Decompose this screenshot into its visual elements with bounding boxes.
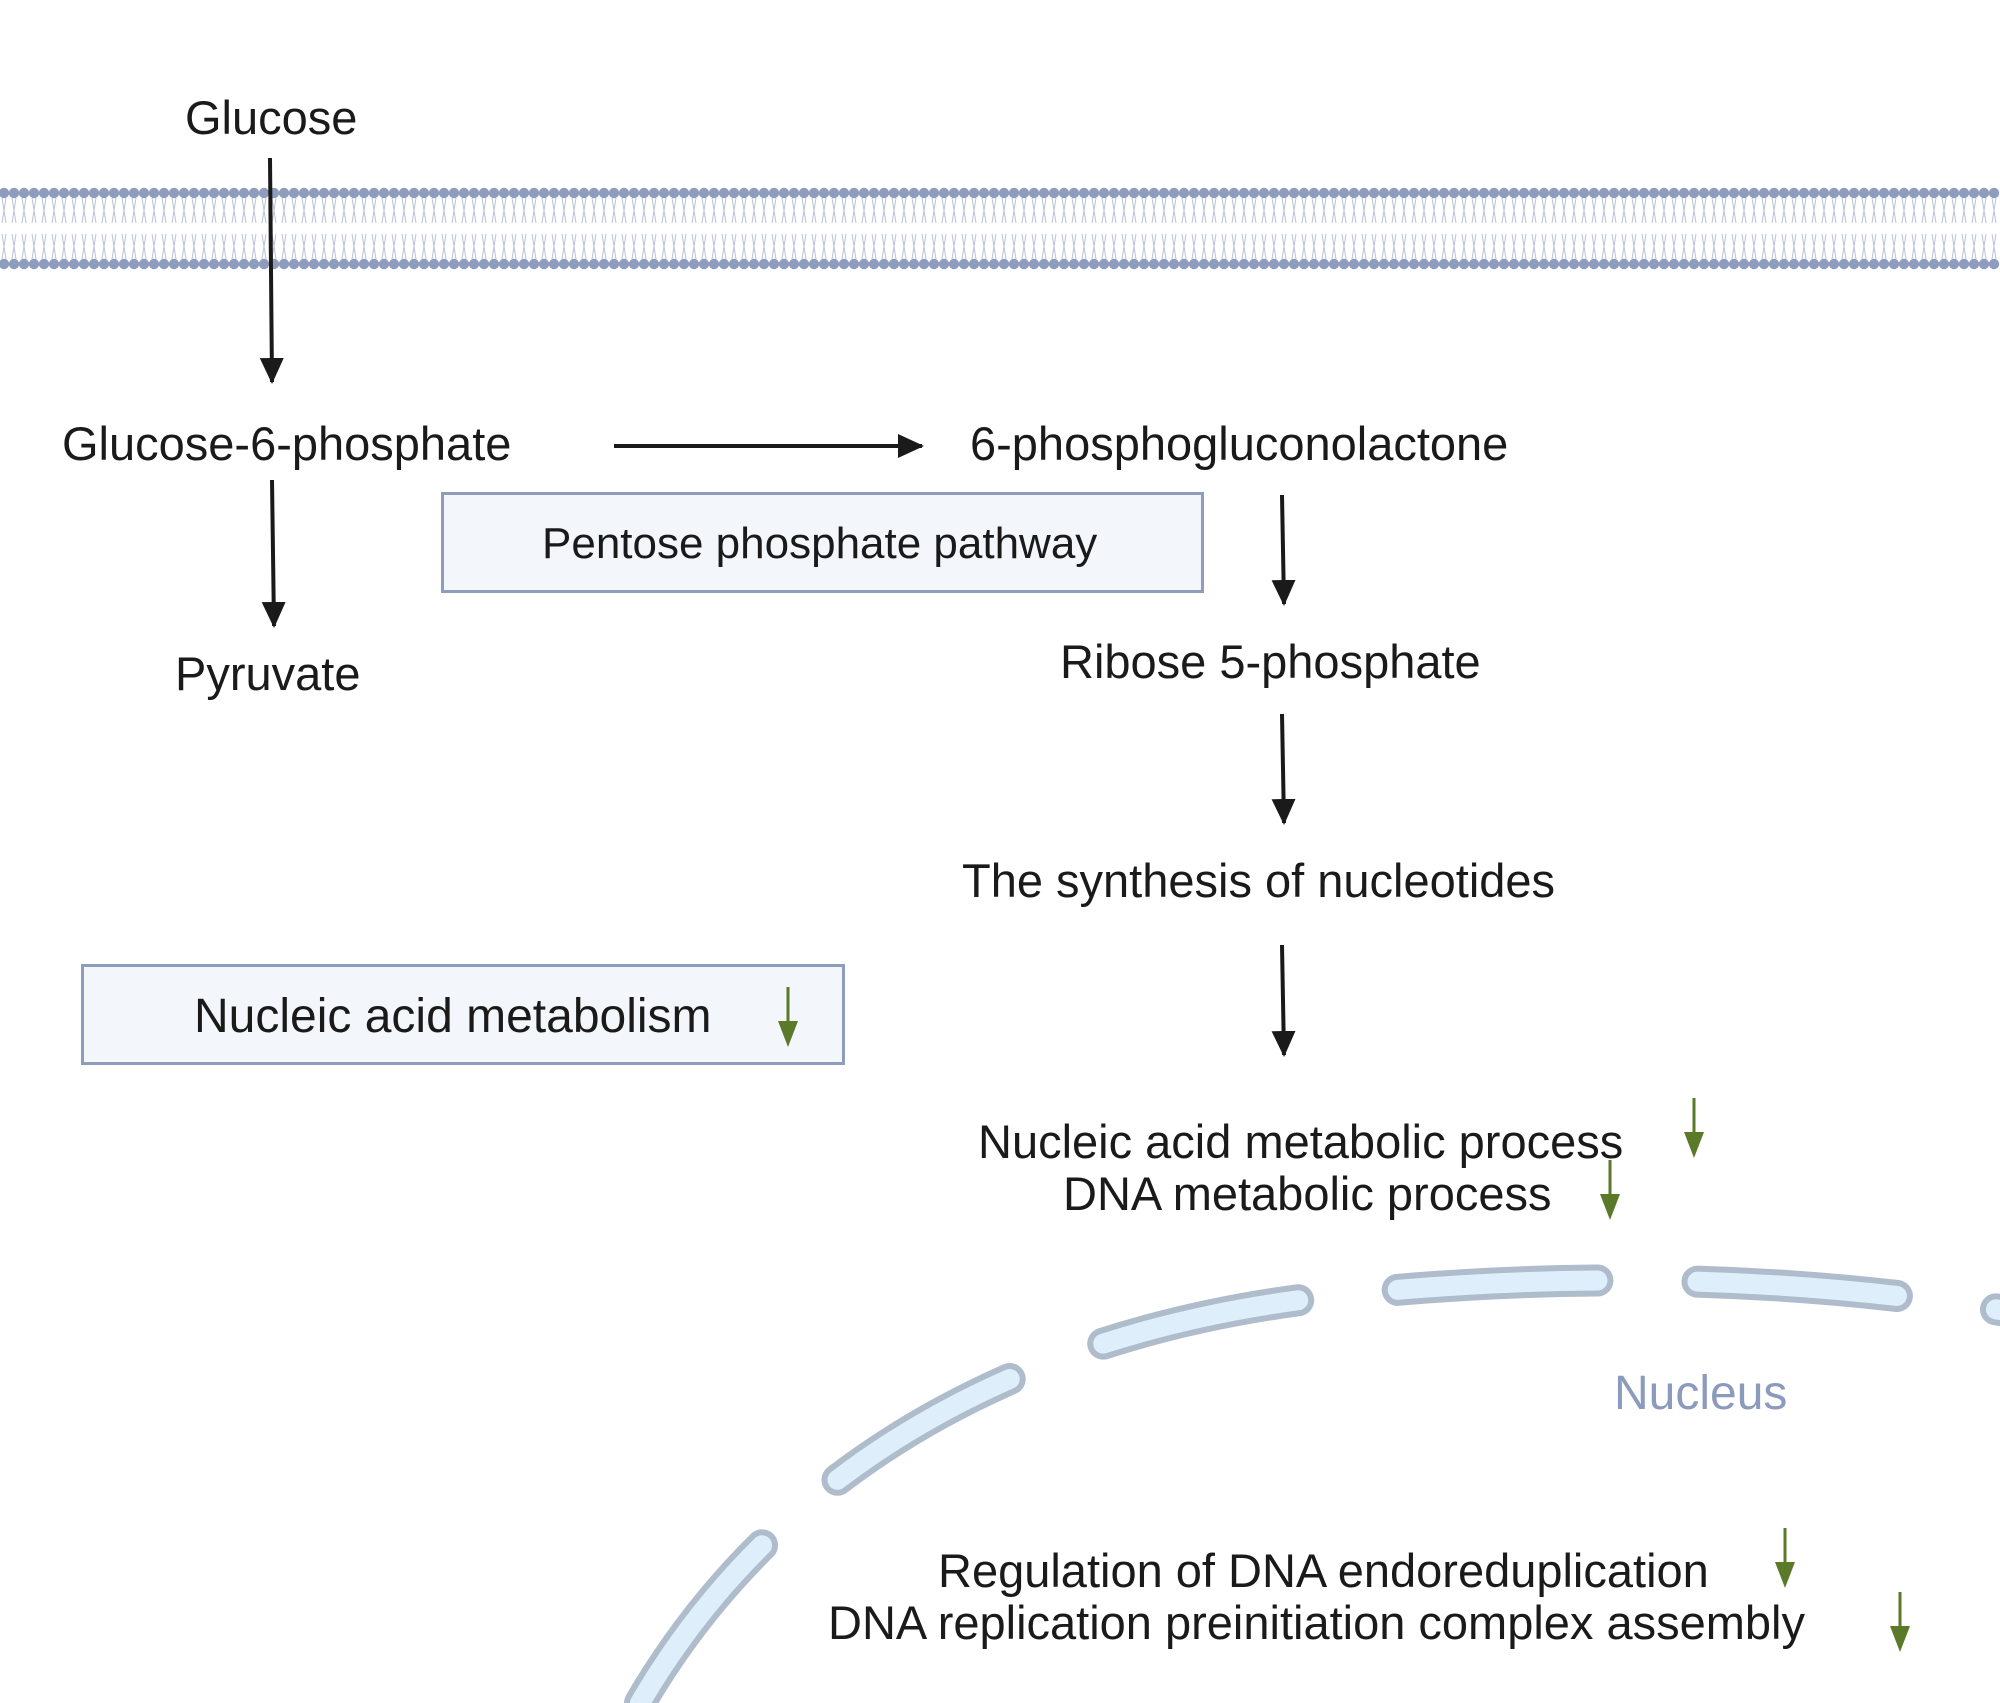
nucleus-envelope <box>624 1264 2000 1703</box>
box-pentose-phosphate-pathway: Pentose phosphate pathway <box>441 492 1204 593</box>
compartment-nucleus-label: Nucleus <box>1614 1367 1788 1420</box>
down-arrow-icon <box>1890 1592 1910 1652</box>
cell-membrane <box>0 187 2000 270</box>
process-dna-endoreduplication: Regulation of DNA endoreduplication <box>938 1544 1709 1597</box>
node-glucose: Glucose <box>185 91 358 144</box>
node-6-phosphogluconolactone: 6-phosphogluconolactone <box>970 417 1509 470</box>
arrow-synthesis-to-processes <box>1271 944 1296 1057</box>
arrow-glucose-to-g6p <box>259 157 284 384</box>
box-nucleic-acid-metabolism: Nucleic acid metabolism <box>81 964 845 1065</box>
node-pyruvate: Pyruvate <box>175 647 361 700</box>
process-nucleic-acid-metabolic: Nucleic acid metabolic process <box>978 1115 1624 1168</box>
box-pentose-phosphate-pathway-label: Pentose phosphate pathway <box>542 519 1098 568</box>
down-arrow-icon <box>778 987 798 1047</box>
node-nucleotide-synthesis: The synthesis of nucleotides <box>962 854 1556 907</box>
arrow-g6p-to-pyruvate <box>261 479 286 628</box>
arrow-r5p-to-synthesis <box>1271 713 1296 825</box>
node-glucose-6-phosphate: Glucose-6-phosphate <box>62 417 512 470</box>
process-preinitiation-complex: DNA replication preinitiation complex as… <box>828 1596 1805 1649</box>
arrow-pgl-to-r5p <box>1271 494 1296 606</box>
down-arrow-icon <box>1600 1160 1620 1220</box>
down-arrow-icon <box>1775 1528 1795 1588</box>
process-dna-metabolic: DNA metabolic process <box>1063 1167 1552 1220</box>
box-nucleic-acid-metabolism-label: Nucleic acid metabolism <box>194 990 712 1043</box>
node-ribose-5-phosphate: Ribose 5-phosphate <box>1060 635 1481 688</box>
down-arrow-icon <box>1684 1098 1704 1158</box>
